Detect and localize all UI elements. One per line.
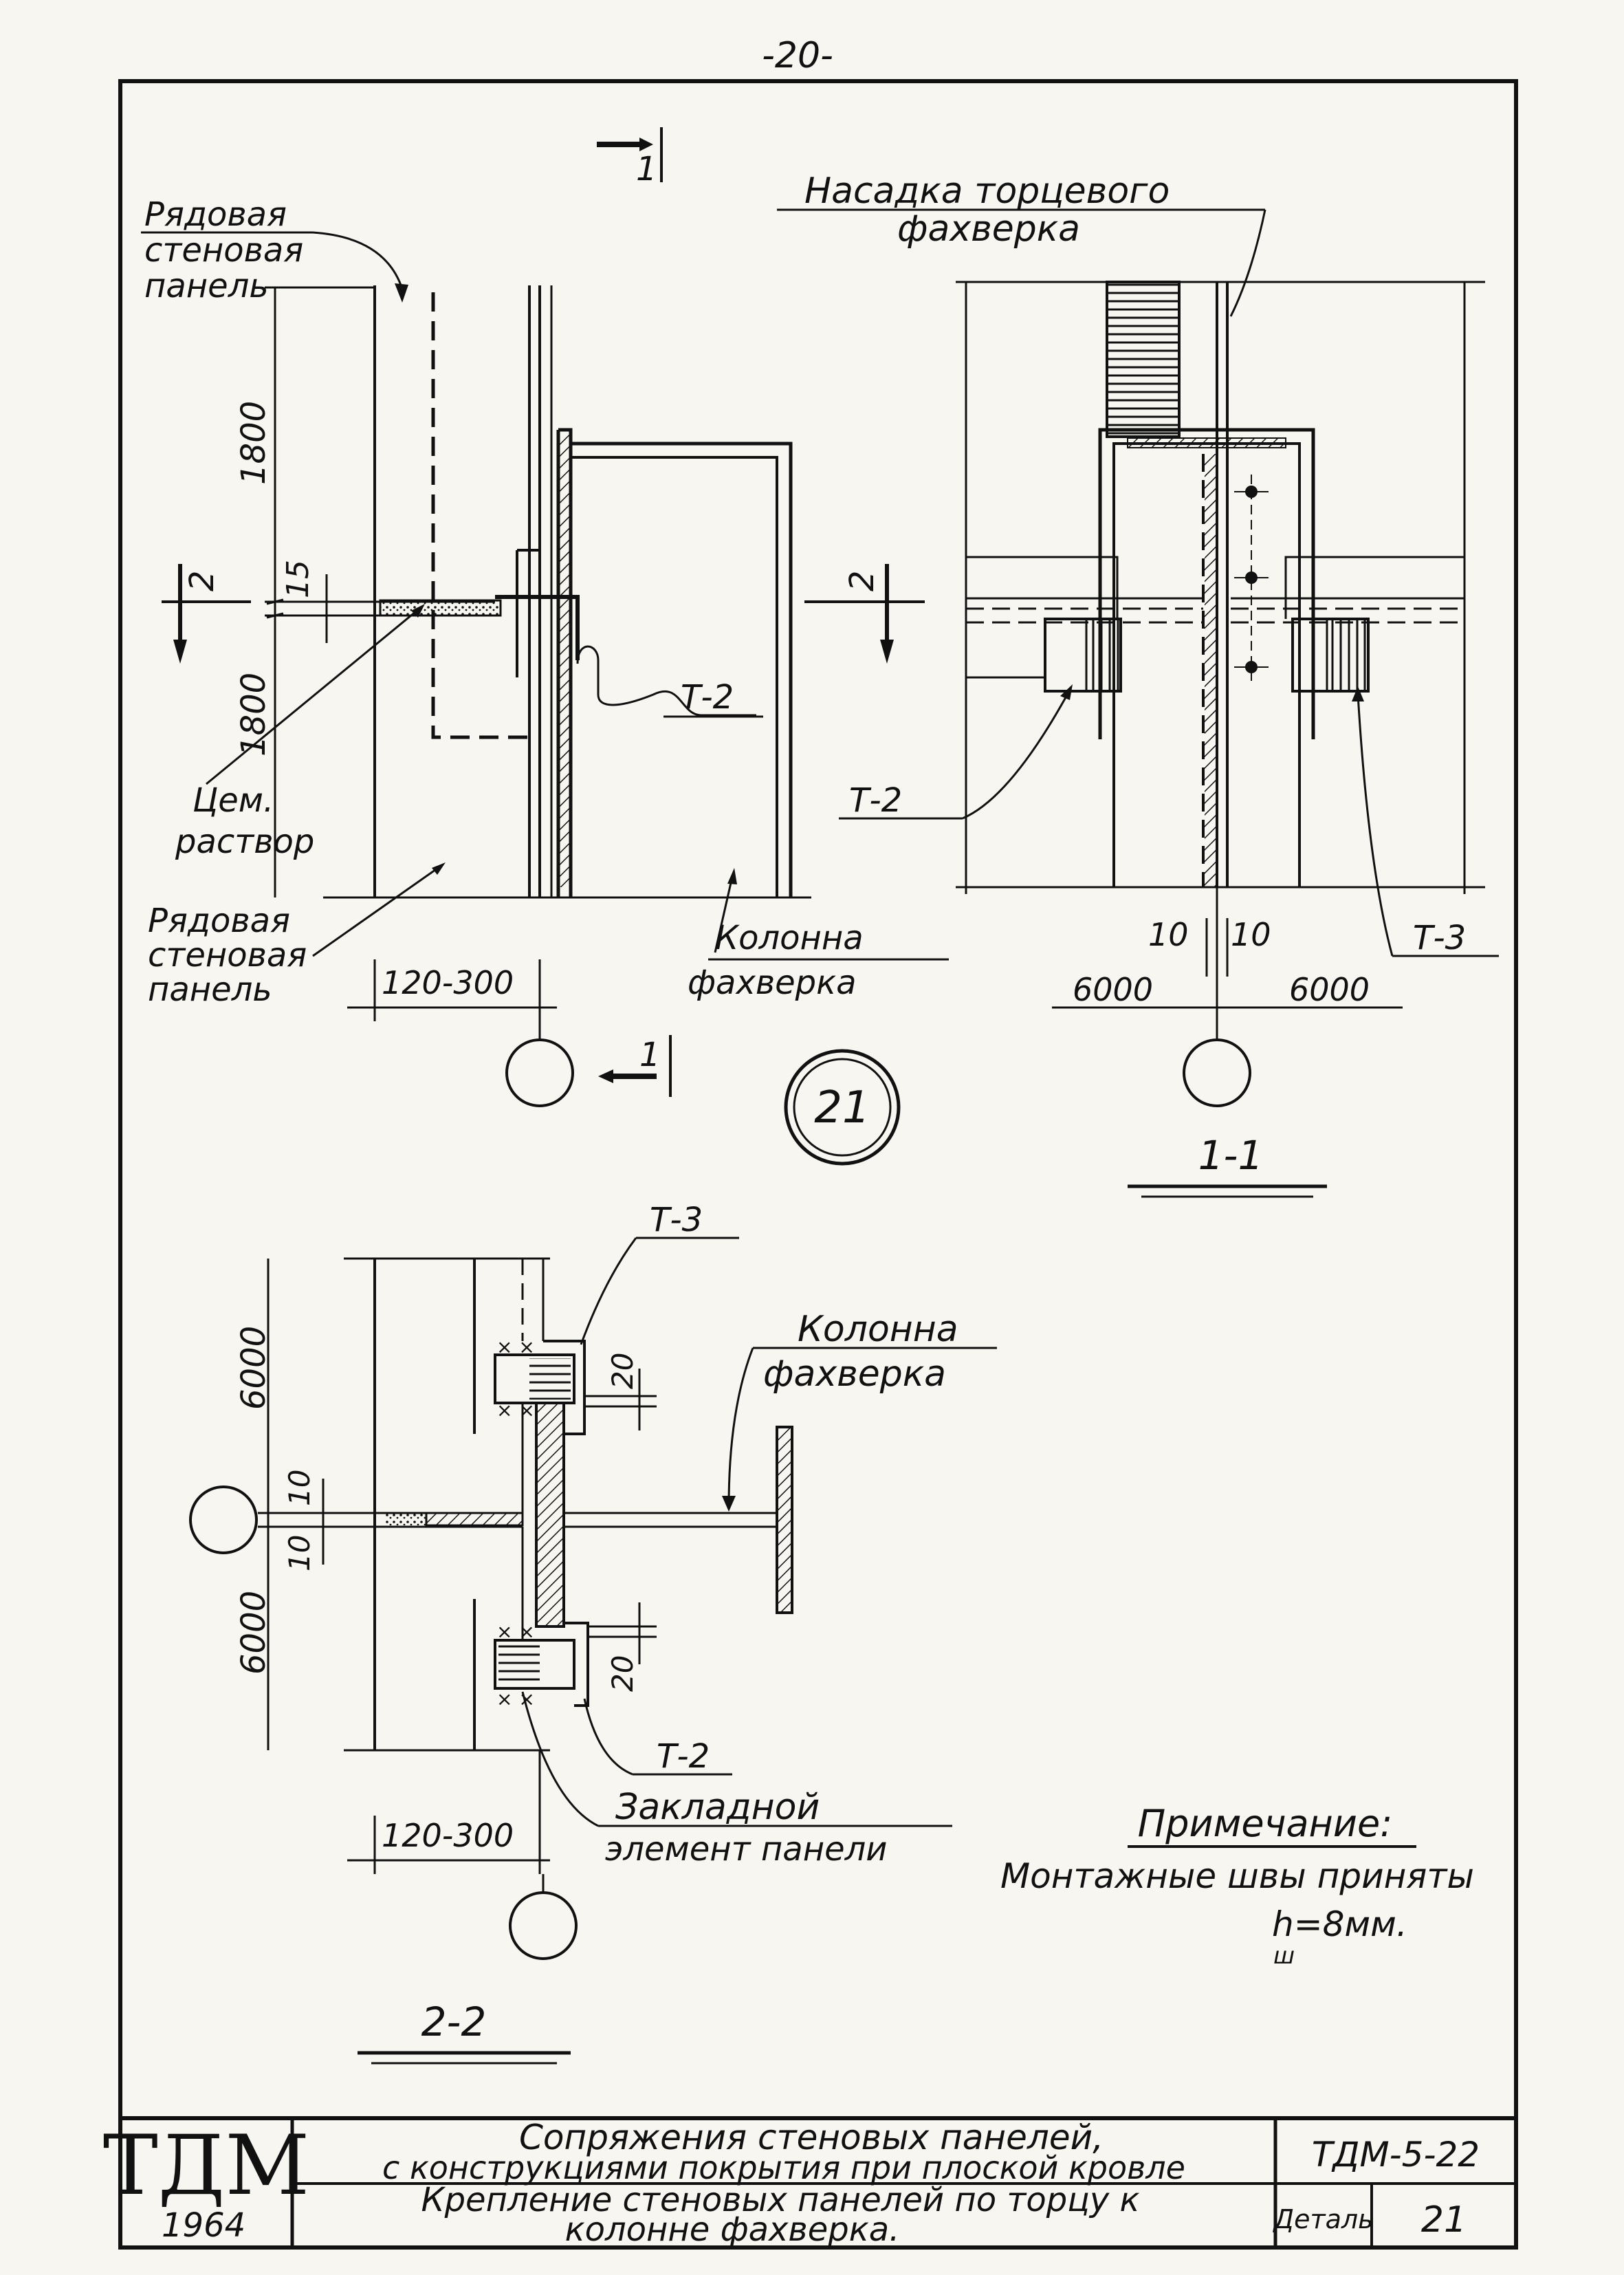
label-panel-top-1: Рядовая — [144, 195, 287, 234]
dim-gap-15: 15 — [281, 560, 316, 598]
section22-title: 2-2 — [421, 1999, 487, 2045]
sheet-frame — [118, 79, 1518, 2250]
section-mark-left-number: 2 — [183, 570, 221, 591]
callout-t2-section22: Т-2 — [657, 1737, 710, 1776]
axis-bubble-section22-bottom — [509, 1891, 578, 1960]
detail-badge: 21 — [784, 1049, 901, 1166]
title-detail-number: 21 — [1421, 2199, 1467, 2241]
label-column-main-2: фахверка — [688, 964, 857, 1002]
label-embed-2: элемент панели — [605, 1830, 887, 1869]
label-cap-2: фахверка — [897, 208, 1080, 250]
note-line1: Монтажные швы приняты — [1000, 1856, 1474, 1896]
label-panel-top-3: панель — [144, 267, 269, 305]
label-embed-1: Закладной — [615, 1787, 820, 1828]
title-logo: ТДМ — [103, 2118, 309, 2214]
dim-20-bottom: 20 — [606, 1655, 639, 1692]
note-subscript: ш — [1273, 1942, 1295, 1970]
callout-t2-section11: Т-2 — [849, 781, 902, 820]
section-mark-1-top: 1 — [597, 127, 663, 188]
svg-text:× ×: × × — [496, 1399, 535, 1422]
dim-width-22: 120-300 — [382, 1817, 514, 1854]
label-column-22-1: Колонна — [798, 1309, 958, 1350]
note-heading: Примечание: — [1138, 1802, 1393, 1845]
title-block: ТДМ 1964 Сопряжения стеновых панелей, с … — [103, 2116, 1516, 2249]
label-mortar-2: раствор — [175, 823, 314, 861]
title-detail-label: Деталь — [1272, 2204, 1373, 2234]
dim-span-top-22: 6000 — [234, 1326, 273, 1410]
label-cap-1: Насадка торцевого — [804, 171, 1170, 212]
detail-badge-number: 21 — [814, 1082, 870, 1133]
section-mark-bottom-number: 1 — [639, 1036, 661, 1074]
dim-width-main: 120-300 — [382, 964, 514, 1001]
view-main: Рядовая стеновая панель 1 — [141, 127, 949, 1107]
dim-span-bottom-22: 6000 — [234, 1591, 273, 1675]
dim-gap-left-11: 10 — [1148, 916, 1189, 953]
section-mark-2-right: 2 — [804, 564, 925, 664]
dim-span-left-11: 6000 — [1073, 971, 1153, 1008]
label-column-22-2: фахверка — [763, 1353, 946, 1395]
label-panel-top-2: стеновая — [144, 231, 303, 270]
section-mark-1-bottom: 1 — [598, 1035, 672, 1097]
view-section-2-2: × × × × × × × × 20 20 6000 10 10 6000 Т-… — [189, 1201, 997, 2065]
title-year: 1964 — [162, 2206, 245, 2245]
svg-text:× ×: × × — [496, 1336, 535, 1358]
section-mark-top-number: 1 — [636, 150, 657, 188]
svg-text:× ×: × × — [496, 1620, 535, 1643]
axis-bubble-main — [505, 1038, 574, 1107]
dim-gap-bottom-22: 10 — [283, 1535, 316, 1571]
title-line1: Сопряжения стеновых панелей, — [519, 2118, 1104, 2157]
page-number: -20- — [762, 35, 833, 76]
section11-title: 1-1 — [1198, 1132, 1264, 1179]
dim-upper-1800: 1800 — [234, 401, 273, 485]
label-panel-bottom-1: Рядовая — [148, 902, 290, 940]
dim-span-right-11: 6000 — [1289, 971, 1370, 1008]
title-line2: с конструкциями покрытия при плоской кро… — [382, 2149, 1185, 2186]
callout-t2-main: Т-2 — [681, 678, 734, 717]
note-line2: h=8мм. — [1272, 1904, 1407, 1944]
dim-gap-top-22: 10 — [283, 1470, 316, 1506]
label-mortar-1: Цем. — [193, 781, 274, 820]
callout-t3-section11: Т-3 — [1413, 919, 1466, 957]
callout-t3-section22: Т-3 — [650, 1201, 703, 1239]
axis-bubble-section11 — [1183, 1038, 1251, 1107]
svg-text:× ×: × × — [496, 1688, 535, 1710]
dim-20-top: 20 — [606, 1353, 639, 1389]
title-line4: колонне фахверка. — [565, 2210, 900, 2249]
title-line3: Крепление стеновых панелей по торцу к — [421, 2181, 1139, 2219]
label-panel-bottom-2: стеновая — [148, 936, 307, 975]
label-panel-bottom-3: панель — [148, 970, 272, 1009]
section-mark-right-number: 2 — [843, 570, 881, 591]
view-section-1-1: Насадка торцевого фахверка — [777, 171, 1499, 1198]
column-flange — [776, 1426, 793, 1614]
title-code: ТДМ-5-22 — [1312, 2135, 1480, 2175]
note-block: Примечание: Монтажные швы приняты h=8мм.… — [1000, 1802, 1474, 1970]
dim-lower-1800: 1800 — [234, 673, 273, 756]
label-column-main-1: Колонна — [715, 919, 864, 957]
axis-bubble-section22-left — [189, 1485, 258, 1554]
section-mark-2-left: 2 — [162, 564, 251, 664]
dim-gap-right-11: 10 — [1231, 916, 1271, 953]
